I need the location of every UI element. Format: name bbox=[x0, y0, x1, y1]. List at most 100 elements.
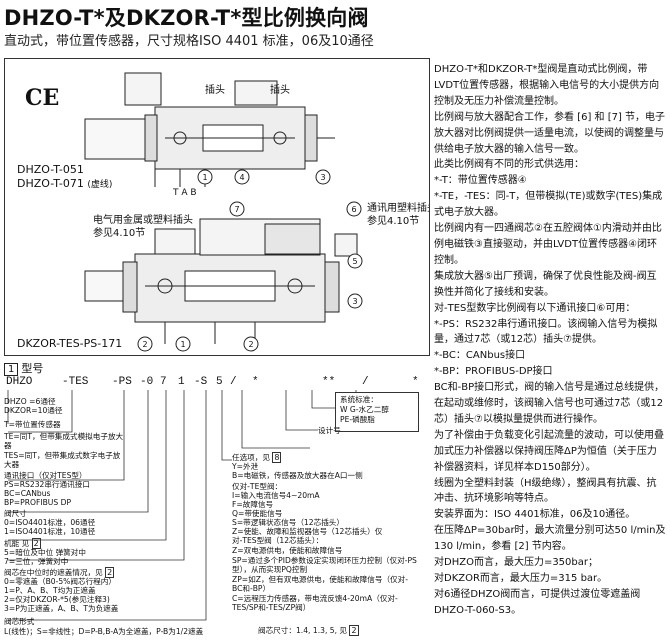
model-2-note: (虚线) bbox=[87, 180, 113, 190]
model-label-3: DKZOR-TES-PS-171 bbox=[17, 337, 123, 350]
options-label: 仅对-TE型阀： bbox=[232, 482, 283, 491]
ce-mark: CE bbox=[25, 85, 60, 111]
code-part: -0 bbox=[140, 376, 154, 388]
code-label: 7=三位，弹簧对中 bbox=[4, 557, 69, 566]
options-label: 任选项，见 8 bbox=[232, 452, 282, 463]
code-label: 1=P、A、B、T均为正遮盖 bbox=[4, 586, 96, 595]
callout-6: 6 bbox=[351, 205, 356, 214]
options-label: ZP=如Z，但有双电源供电，使能和故障信号（仅对-BC和-BP） bbox=[232, 575, 408, 594]
callout-markers bbox=[137, 169, 363, 352]
description-paragraph: 安装界面为：ISO 4401标准，06及10通径。 bbox=[434, 509, 636, 521]
code-part: -TES bbox=[62, 376, 89, 388]
description-paragraph: *-TE，-TES：同-T，但带模拟(TE)或数字(TES)集成式电子放大器。 bbox=[434, 191, 663, 219]
code-label: 3=P为正遮盖，A、B、T为负遮盖 bbox=[4, 604, 119, 613]
code-label: TE=同T，但带集成式模拟电子放大器 bbox=[4, 432, 124, 451]
code-label: 5=暗位及中位 弹簧对中 bbox=[4, 548, 86, 557]
port-a: A bbox=[181, 188, 188, 198]
callout-1-bottom: 1 bbox=[180, 340, 185, 349]
code-label: PS=RS232串行通讯接口 bbox=[4, 480, 90, 489]
code-part: * bbox=[252, 376, 259, 388]
metal-plug-label: 电气用金属或塑料插头 bbox=[93, 215, 193, 226]
callout-7: 7 bbox=[234, 205, 239, 214]
callout-2-bottom: 2 bbox=[142, 340, 147, 349]
model-label-2: DHZO-T-071 (虚线) bbox=[17, 177, 112, 190]
callout-2-bottom-b: 2 bbox=[248, 340, 253, 349]
callout-4-top: 4 bbox=[239, 173, 244, 182]
options-label: Y=外泄 bbox=[232, 462, 259, 471]
page-subtitle: 直动式，带位置传感器，尺寸规格ISO 4401 标准，06及10通径 bbox=[4, 34, 374, 49]
system-standard-box: 系统标准： W G-水乙二醇 PE-磷酸脂 bbox=[335, 392, 419, 432]
description-paragraph: 比例阀内有一四通阀芯②在五腔阀体①内滑动并由比例电磁铁③直接驱动，并由LVDT位… bbox=[434, 223, 662, 266]
code-label: 通讯接口（仅对TES型） bbox=[4, 471, 87, 480]
options-label: Z=双电源供电，使能和故障信号 bbox=[232, 546, 343, 555]
options-label: S=带逻辑状态信号（12芯插头） bbox=[232, 518, 344, 527]
code-part: DHZO bbox=[6, 376, 33, 388]
description-paragraph: 为了补偿由于负载变化引起流量的波动，可以使用叠加式压力补偿器以保持阀压降ΔP为恒… bbox=[434, 429, 664, 473]
system-line: W G-水乙二醇 bbox=[340, 405, 389, 414]
valve-figure: CE bbox=[4, 58, 430, 356]
page-title: DHZO-T*及DKZOR-T*型比例换向阀 bbox=[4, 6, 369, 30]
options-ref-box: 8 bbox=[272, 452, 282, 463]
options-label: C=远程压力传感器，带电流反馈4-20mA（仅对-TES/SP和-TES/ZP阀… bbox=[232, 594, 398, 613]
description-paragraph: *-PS：RS232串行通讯接口。该阀输入信号为模拟量，通过7芯（或12芯）插头… bbox=[434, 318, 658, 346]
code-label: BP=PROFIBUS DP bbox=[4, 498, 72, 507]
overlap-ref-box: 2 bbox=[105, 567, 115, 578]
code-label: DKZOR=10通径 bbox=[4, 406, 63, 415]
code-part: 1 bbox=[178, 376, 185, 388]
plug-label-1: 插头 bbox=[205, 85, 225, 96]
code-label: 阀芯形式 bbox=[4, 617, 35, 626]
valve-drawings: 1 4 3 7 6 2 1 2 5 3 bbox=[84, 72, 363, 352]
callout-5: 5 bbox=[352, 257, 357, 266]
code-part: / bbox=[230, 376, 237, 388]
description-paragraph: 在压降ΔP=30bar时，最大流量分别可达50 l/min及130 l/min，… bbox=[434, 525, 666, 553]
description-paragraph: *-BC：CANbus接口 bbox=[434, 350, 526, 362]
description-paragraph: 对6通径DHZO阀而言，可提供过渡位零遮盖阀DHZO-T-060-S3。 bbox=[434, 588, 641, 616]
code-part: 7 bbox=[160, 376, 167, 388]
description-paragraph: 比例阀与放大器配合工作，参看 [6] 和 [7] 节，电子放大器对比例阀提供一适… bbox=[434, 111, 666, 155]
code-part: -S bbox=[194, 376, 208, 388]
description-paragraph: BC和-BP接口形式，阀的输入信号是通过总线提供，在起动或维修时，该阀输入信号也… bbox=[434, 382, 665, 425]
options-label: Q=带使能信号 bbox=[232, 509, 283, 518]
code-part: -PS bbox=[112, 376, 132, 388]
code-label: 1=ISO4401标准，10通径 bbox=[4, 527, 96, 536]
options-label: Z=使能、故障和监视器信号（12芯插头）仅对-TES型阀（12芯插头）： bbox=[232, 527, 383, 546]
design-number-label: 设计号 bbox=[318, 426, 341, 435]
code-label: 0=零遮盖（B0-5%阀芯行程内） bbox=[4, 577, 116, 586]
code-label: DHZO =6通径 bbox=[4, 397, 56, 406]
comm-plug-label: 通讯用塑料插头 bbox=[367, 203, 430, 214]
code-label: T=带位置传感器 bbox=[4, 420, 61, 429]
description-paragraph: DHZO-T*和DKZOR-T*型阀是直动式比例阀，带LVDT位置传感器，根据输… bbox=[434, 64, 660, 107]
section-label: 型号 bbox=[21, 362, 44, 375]
comm-plug-ref: 参见4.10节 bbox=[367, 216, 420, 227]
port-t: T bbox=[173, 188, 179, 198]
valve-drawing-bottom bbox=[84, 218, 358, 344]
callout-1-top: 1 bbox=[202, 173, 207, 182]
code-part: ** bbox=[322, 376, 336, 388]
description-paragraph: 对DHZO而言，最大压力=350bar； bbox=[434, 557, 598, 569]
options-label: F=故障信号 bbox=[232, 500, 274, 509]
callout-3-bottom: 3 bbox=[352, 297, 357, 306]
options-label: SP=通过多个PID参数设定实现闭环压力控制（仅对-PS型），从而实现PQ控制 bbox=[232, 556, 417, 575]
code-part: / bbox=[362, 376, 369, 388]
code-label: BC=CANbus bbox=[4, 489, 51, 498]
code-label: 0=ISO4401标准，06通径 bbox=[4, 518, 96, 527]
description-paragraph: *-BP：PROFIBUS-DP接口 bbox=[434, 366, 553, 378]
section-number: 1 bbox=[4, 363, 19, 376]
function-ref-box: 2 bbox=[31, 538, 41, 549]
description-paragraph: 此类比例阀有不同的形式供选用： bbox=[434, 159, 584, 171]
code-label: 阀尺寸 bbox=[4, 509, 27, 518]
callout-3-top: 3 bbox=[320, 173, 325, 182]
valve-drawing-top bbox=[84, 72, 335, 187]
code-part: 5 bbox=[216, 376, 223, 388]
model-2-text: DHZO-T-071 bbox=[17, 177, 84, 190]
code-part: * bbox=[412, 376, 419, 388]
spool-size-ref-box: 2 bbox=[349, 625, 359, 636]
description-paragraph: 对DKZOR而言，最大压力=315 bar。 bbox=[434, 573, 608, 584]
description-column: DHZO-T*和DKZOR-T*型阀是直动式比例阀，带LVDT位置传感器，根据输… bbox=[434, 62, 666, 619]
model-code-leader-lines bbox=[7, 390, 357, 621]
code-label: L(线性)；S=非线性；D=P-B,B-A为全遮盖，P-B为1/2遮盖 bbox=[4, 627, 204, 636]
description-paragraph: *-T：带位置传感器④ bbox=[434, 175, 527, 187]
system-line: PE-磷酸脂 bbox=[340, 415, 375, 424]
